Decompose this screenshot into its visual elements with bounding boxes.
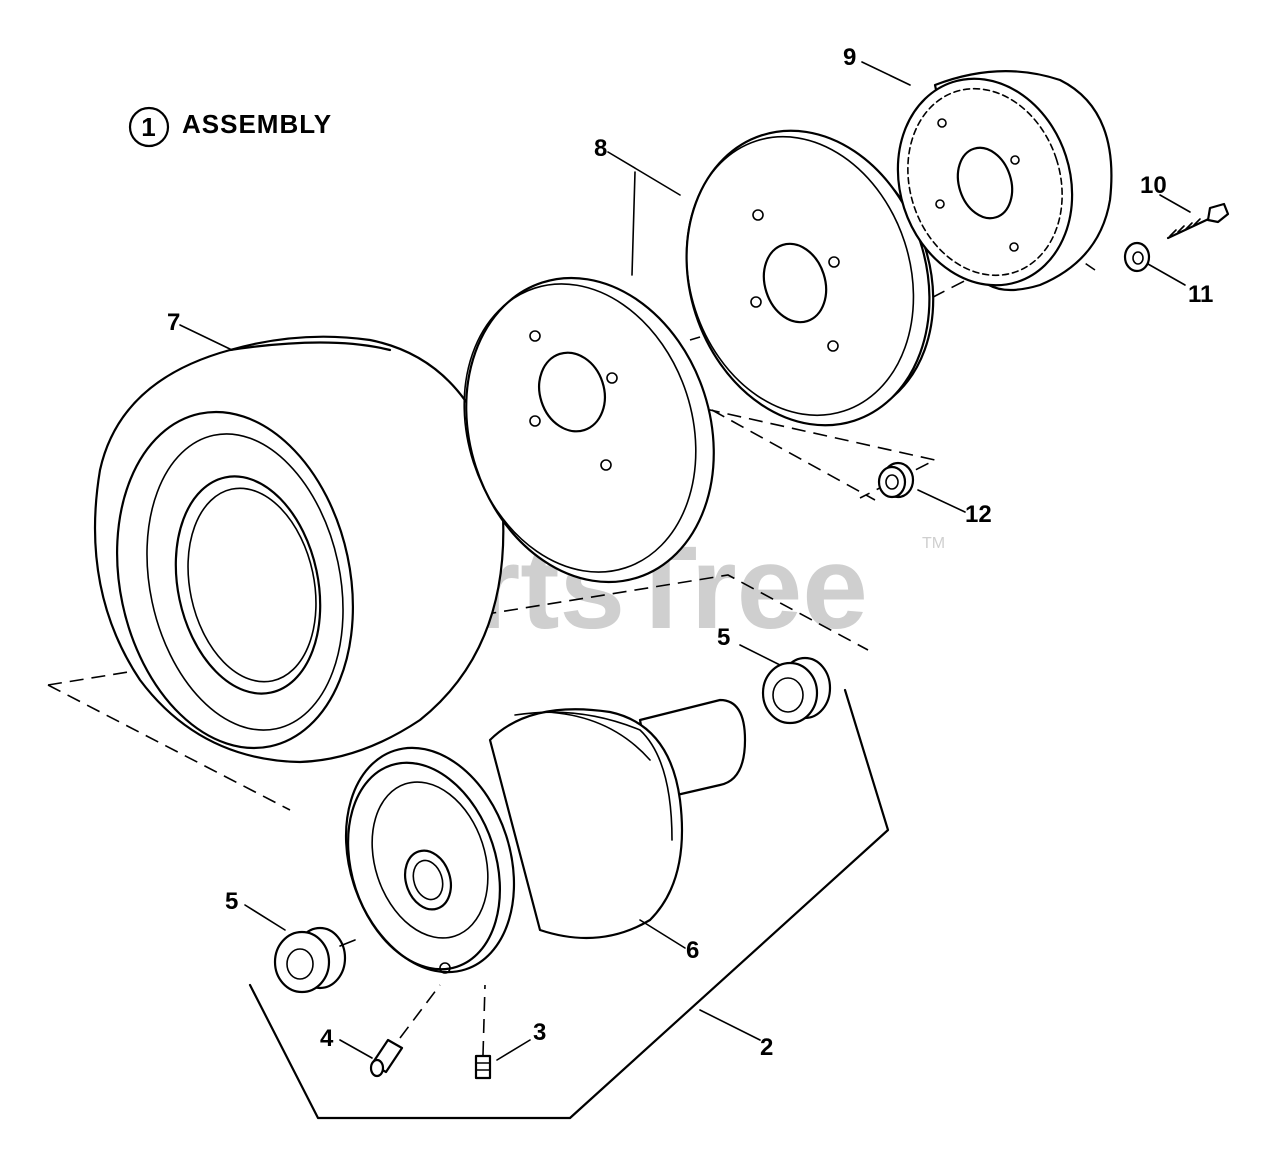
- sprocket-rear: [685, 129, 935, 427]
- callout-12: 12: [965, 501, 992, 528]
- callouts: 9 8 10 11 12 7 5 5 6 2 4 3: [167, 44, 1213, 1061]
- callout-5-lower: 5: [225, 888, 238, 915]
- bolt: [1166, 202, 1230, 240]
- watermark-trademark: TM: [922, 535, 945, 552]
- callout-8: 8: [594, 135, 607, 162]
- callout-9: 9: [843, 44, 856, 71]
- assembly-number-circle: [128, 106, 170, 148]
- tire: [93, 335, 505, 764]
- assembly-number: 1: [141, 112, 156, 142]
- assembly-title: 1 ASSEMBLY: [128, 106, 332, 148]
- callout-7: 7: [167, 309, 180, 336]
- bearing-upper: [761, 656, 832, 725]
- spacer: [877, 461, 915, 499]
- callout-11: 11: [1188, 281, 1213, 308]
- wheel-hub: [344, 698, 747, 974]
- callout-6: 6: [686, 937, 699, 964]
- callout-10: 10: [1140, 172, 1167, 199]
- callout-5-upper: 5: [717, 624, 730, 651]
- callout-3: 3: [533, 1019, 546, 1046]
- valve-stem: [369, 984, 441, 1078]
- callout-2: 2: [760, 1034, 773, 1061]
- callout-4: 4: [320, 1025, 334, 1052]
- grease-fitting: [474, 984, 492, 1080]
- sprocket-front: [463, 276, 715, 584]
- washer: [1123, 241, 1151, 273]
- assembly-label: ASSEMBLY: [182, 109, 332, 139]
- bearing-lower: [273, 926, 347, 994]
- axis-centerline-2: [689, 336, 701, 341]
- leader-lines: [179, 61, 1191, 1061]
- drum: [896, 70, 1113, 292]
- assembly-2-bracket: [248, 688, 890, 1120]
- spacer-centerline-2: [711, 409, 876, 501]
- tire-assembly-dashline-lower: [47, 684, 291, 811]
